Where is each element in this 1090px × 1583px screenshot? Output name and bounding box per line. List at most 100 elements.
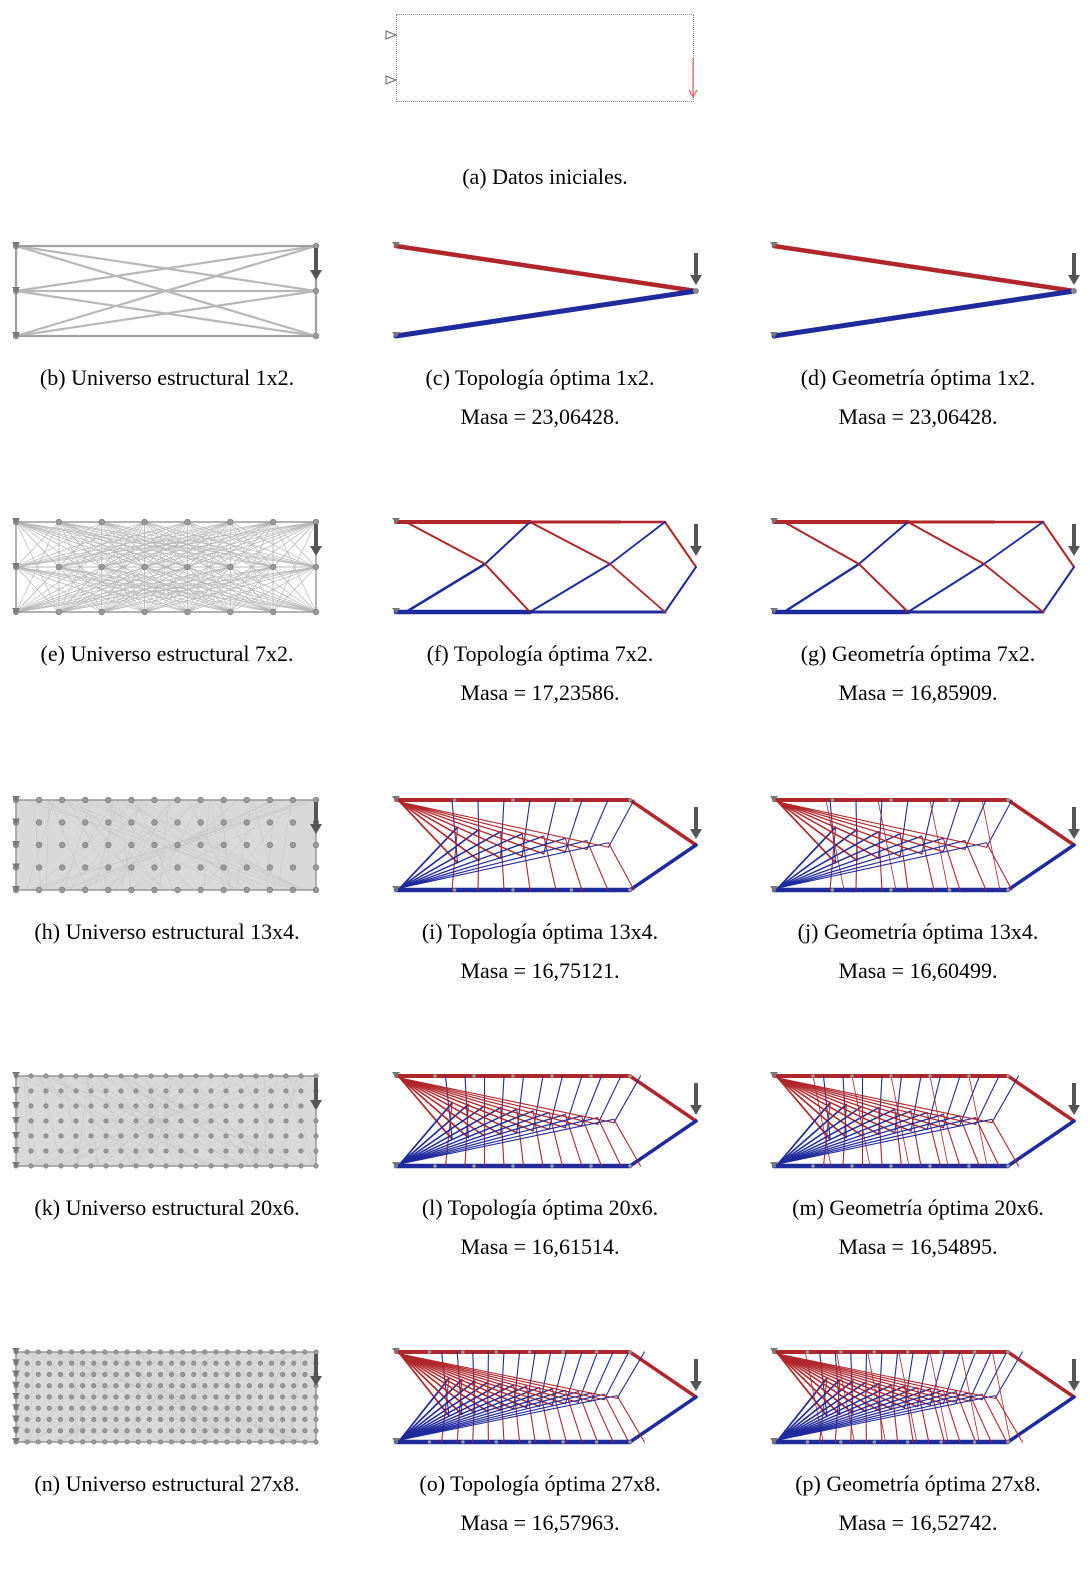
node (158, 1350, 162, 1354)
node (292, 1361, 296, 1365)
node (82, 887, 88, 893)
node (628, 1440, 632, 1444)
node (142, 609, 148, 615)
node (258, 1350, 262, 1354)
node (152, 842, 158, 848)
node (129, 820, 135, 826)
node (92, 1372, 96, 1376)
node (254, 1074, 258, 1078)
node (280, 1372, 284, 1376)
node (589, 1164, 593, 1168)
node (628, 1350, 632, 1354)
node (314, 1406, 318, 1410)
tension-bar (485, 564, 530, 612)
node (36, 1350, 40, 1354)
geometry-mass: Masa = 23,06428. (798, 403, 1038, 431)
node (284, 1149, 288, 1153)
node (214, 1429, 218, 1433)
node (258, 1372, 262, 1376)
load-arrow-icon (1072, 253, 1076, 277)
node (313, 842, 319, 848)
node (236, 1372, 240, 1376)
node (44, 1149, 48, 1153)
node (149, 1164, 153, 1168)
compression-bar (665, 567, 696, 612)
node (104, 1089, 108, 1093)
node (194, 1074, 198, 1078)
node (36, 1361, 40, 1365)
node (247, 1372, 251, 1376)
tension-bar (859, 564, 908, 612)
load-arrowhead-icon (690, 1381, 702, 1391)
tension-bar (630, 800, 696, 845)
node (236, 1406, 240, 1410)
node (125, 1361, 129, 1365)
node (269, 1149, 273, 1153)
node (136, 1372, 140, 1376)
compression-bar (995, 1352, 1022, 1398)
node (89, 1089, 93, 1093)
node (56, 519, 62, 525)
node (928, 1164, 932, 1168)
node (313, 564, 319, 570)
tension-bar (895, 1109, 902, 1166)
node (125, 1429, 129, 1433)
node (164, 1104, 168, 1108)
node (595, 1440, 599, 1444)
node (428, 1440, 432, 1444)
compression-bar (778, 841, 965, 888)
node (147, 1406, 151, 1410)
node (89, 1164, 93, 1168)
tension-bar (908, 522, 984, 564)
node (149, 1074, 153, 1078)
node (280, 1429, 284, 1433)
universe-diagram (10, 512, 324, 632)
node (149, 1119, 153, 1123)
compression-bar (778, 1385, 892, 1440)
geometry-diagram (768, 512, 1082, 632)
compression-bar (400, 836, 544, 888)
node (80, 1440, 84, 1444)
node (136, 1429, 140, 1433)
node (82, 820, 88, 826)
node (74, 1164, 78, 1168)
node (152, 797, 158, 803)
node (56, 564, 62, 570)
compression-bar (1043, 567, 1074, 612)
universe-caption: (k) Universo estructural 20x6. (0, 1194, 337, 1222)
node (428, 1350, 432, 1354)
node (80, 1384, 84, 1388)
tension-bar (778, 802, 965, 849)
node (227, 564, 233, 570)
tension-bar (1008, 800, 1074, 845)
node (179, 1164, 183, 1168)
node (36, 797, 42, 803)
node (192, 1384, 196, 1388)
node (104, 1164, 108, 1168)
node (47, 1440, 51, 1444)
node (185, 519, 191, 525)
node (129, 797, 135, 803)
node (58, 1406, 62, 1410)
node (136, 1384, 140, 1388)
load-arrow-icon (694, 1083, 698, 1107)
node (147, 1350, 151, 1354)
node (967, 1074, 971, 1078)
load-arrow-icon (314, 802, 318, 826)
node (80, 1395, 84, 1399)
node (119, 1119, 123, 1123)
node (175, 887, 181, 893)
topology-caption: (c) Topología óptima 1x2. (370, 364, 710, 392)
node (103, 1384, 107, 1388)
node (179, 1089, 183, 1093)
topology-caption: (i) Topología óptima 13x4. (370, 918, 710, 946)
node (292, 1429, 296, 1433)
node (92, 1406, 96, 1410)
node (136, 1417, 140, 1421)
node (290, 797, 296, 803)
compression-bar (778, 836, 922, 888)
node (303, 1440, 307, 1444)
node (175, 797, 181, 803)
node (221, 797, 227, 803)
compression-bar (610, 522, 665, 564)
